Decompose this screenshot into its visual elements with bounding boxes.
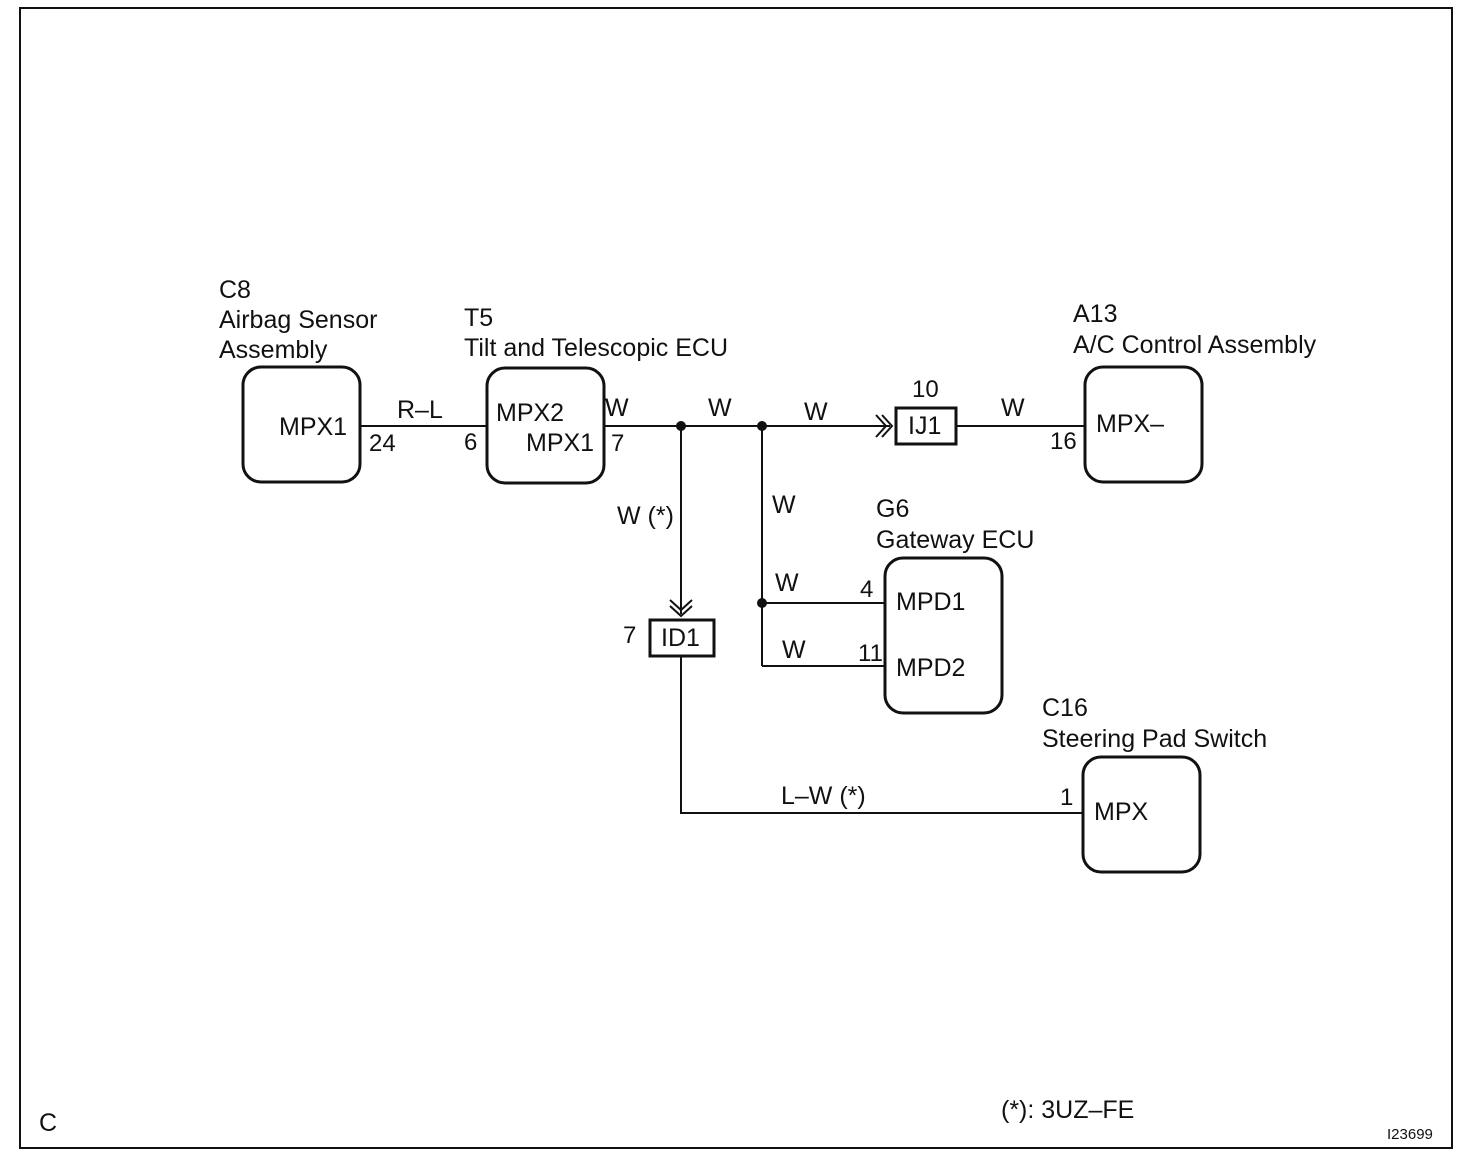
wire-label-id1-c16: L–W (*) <box>781 782 866 810</box>
a13-ac-control-box <box>1083 365 1204 484</box>
id1-entry-chevron <box>669 599 693 612</box>
wire-label-to-mpd2: W <box>782 636 806 664</box>
a13-pin: 16 <box>1050 428 1077 455</box>
wire-label-trunk: W <box>708 394 732 422</box>
ij1-entry-chevron <box>875 414 888 438</box>
id1-name: ID1 <box>661 624 700 652</box>
wire-label-to-ij1: W <box>804 398 828 426</box>
t5-pin-in: 6 <box>464 429 477 456</box>
c16-terminal: MPX <box>1094 798 1149 826</box>
g6-code: G6 <box>876 495 909 523</box>
footnote: (*): 3UZ–FE <box>1001 1096 1134 1124</box>
t5-terminal-out: MPX1 <box>526 429 594 457</box>
c8-pin: 24 <box>369 430 396 457</box>
c16-pin: 1 <box>1060 784 1073 811</box>
c8-name-line1: Airbag Sensor <box>219 306 377 334</box>
a13-terminal: MPX– <box>1096 410 1164 438</box>
splice-dot-1 <box>676 421 686 431</box>
t5-pin-out: 7 <box>611 430 624 457</box>
c8-code: C8 <box>219 276 251 304</box>
t5-terminal-in: MPX2 <box>496 399 564 427</box>
g6-terminal1: MPD1 <box>896 588 965 616</box>
splice-dot-2 <box>757 421 767 431</box>
g6-terminal2: MPD2 <box>896 654 965 682</box>
t5-code: T5 <box>464 304 493 332</box>
c16-name: Steering Pad Switch <box>1042 725 1267 753</box>
g6-name: Gateway ECU <box>876 526 1034 554</box>
ij1-name: IJ1 <box>908 412 941 440</box>
id1-entry-chevron-2 <box>669 605 693 618</box>
c16-code: C16 <box>1042 694 1088 722</box>
a13-code: A13 <box>1073 300 1117 328</box>
wire-label-t5-out: W <box>605 394 629 422</box>
c8-airbag-sensor-box <box>241 365 362 484</box>
ij1-entry-chevron-2 <box>881 414 894 438</box>
splice-dot-3 <box>757 598 767 608</box>
g6-gateway-ecu-box <box>883 556 1004 715</box>
wire-label-ij1-a13: W <box>1001 394 1025 422</box>
wire-label-to-id1: W (*) <box>617 502 674 530</box>
a13-name: A/C Control Assembly <box>1073 331 1317 359</box>
diagram-frame <box>19 7 1453 1149</box>
ij1-pin: 10 <box>912 376 939 403</box>
c8-terminal: MPX1 <box>279 413 347 441</box>
g6-pin1: 4 <box>860 576 873 603</box>
ij1-connector-box <box>894 406 958 446</box>
page-letter: C <box>39 1109 57 1137</box>
id1-pin: 7 <box>623 622 636 649</box>
g6-pin2: 11 <box>858 640 883 667</box>
t5-name: Tilt and Telescopic ECU <box>464 334 728 362</box>
wire-id1-c16 <box>680 656 1083 814</box>
wire-label-branch-down: W <box>772 491 796 519</box>
c8-name-line2: Assembly <box>219 336 328 364</box>
c16-steering-pad-box <box>1081 755 1202 874</box>
figure-id: I23699 <box>1387 1126 1433 1143</box>
wire-label-c8-t5: R–L <box>397 396 443 424</box>
wire-label-to-mpd1: W <box>775 569 799 597</box>
